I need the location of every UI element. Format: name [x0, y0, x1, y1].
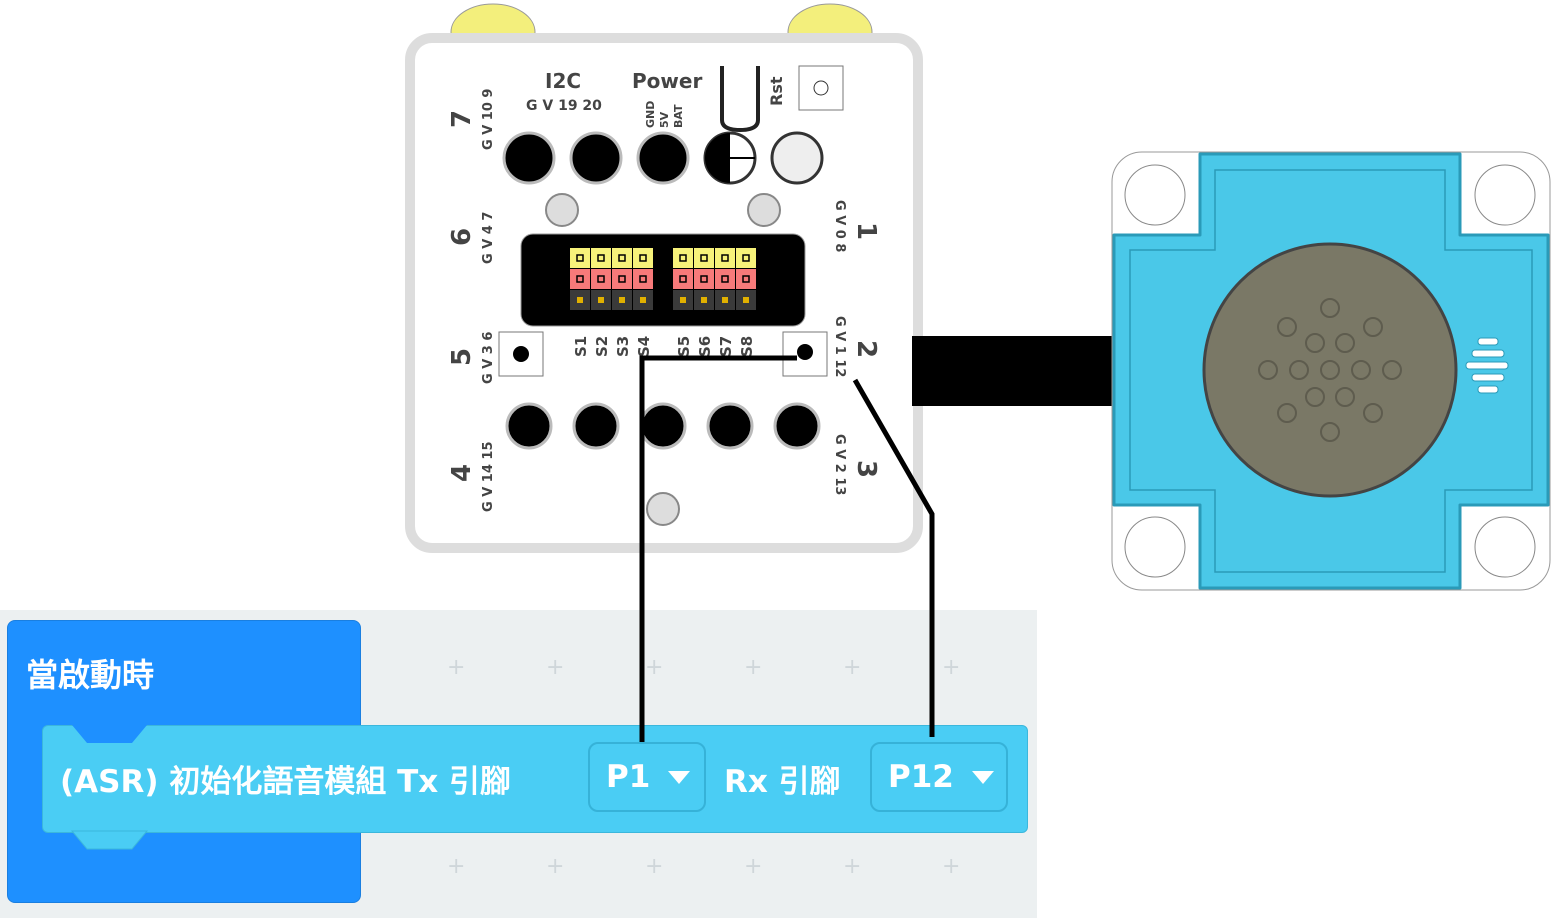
grid-mark: + — [744, 655, 763, 680]
cable — [912, 336, 1118, 406]
header-pin — [715, 269, 735, 289]
header-pin — [612, 248, 632, 268]
reset-label: Rst — [767, 76, 786, 106]
header-pin — [673, 269, 693, 289]
power-pin-5v: 5V — [658, 111, 671, 128]
header-pin — [673, 248, 693, 268]
header-pin — [633, 269, 653, 289]
grid-mark: + — [942, 854, 961, 879]
dropdown-arrow-icon — [668, 770, 691, 784]
port-7-pins: G V 10 9 — [481, 89, 496, 150]
port-1-pins: G V 0 8 — [832, 200, 847, 252]
port-4-number: 4 — [447, 464, 477, 482]
dropdown-arrow-icon — [971, 770, 994, 784]
port-2-number: 2 — [851, 340, 881, 358]
power-pin-gnd: GND — [644, 101, 657, 128]
block-notches — [70, 725, 149, 850]
rx-pin-label: Rx 引腳 — [724, 764, 841, 800]
port-6-number: 6 — [447, 228, 477, 246]
top-connectors — [502, 131, 824, 185]
header-pin — [570, 269, 590, 289]
header-pin — [633, 248, 653, 268]
grid-mark: + — [645, 655, 664, 680]
asr-module — [1111, 151, 1551, 591]
header-pin — [694, 269, 714, 289]
servo-label: S3 — [614, 336, 632, 357]
port-3-pins: G V 2 13 — [832, 434, 847, 495]
header-pin — [591, 269, 611, 289]
port-1-number: 1 — [851, 222, 881, 240]
grid-mark: + — [645, 854, 664, 879]
asr-init-block[interactable] — [42, 725, 1028, 833]
header-pin — [736, 248, 756, 268]
port-6-pins: G V 4 7 — [481, 212, 496, 264]
servo-label: S4 — [635, 336, 653, 357]
on-start-label: 當啟動時 — [26, 656, 155, 694]
power-pin-bat: BAT — [672, 104, 685, 128]
grid-mark: + — [942, 655, 961, 680]
asr-init-prefix: (ASR) 初始化語音模組 Tx 引腳 — [60, 764, 512, 800]
servo-label: S6 — [696, 336, 714, 357]
servo-header — [520, 233, 806, 327]
servo-label: S2 — [593, 336, 611, 357]
servo-label: S7 — [717, 336, 735, 357]
servo-label: S8 — [738, 336, 756, 357]
port-4-pins: G V 14 15 — [481, 442, 496, 513]
tx-pin-dropdown[interactable]: P1 — [588, 742, 706, 812]
tx-pin-value: P1 — [606, 759, 651, 795]
power-label: Power — [632, 69, 702, 93]
speaker — [1202, 242, 1458, 498]
header-pin — [612, 269, 632, 289]
i2c-pins-label: G V 19 20 — [526, 98, 602, 114]
grid-mark: + — [546, 655, 565, 680]
port-3-number: 3 — [851, 460, 881, 478]
servo-label: S5 — [675, 336, 693, 357]
hardware-diagram: I2C G V 19 20 Power GND 5V BAT Rst 7 G V… — [405, 3, 1551, 591]
header-pin — [694, 248, 714, 268]
port-2-pins: G V 1 12 — [832, 316, 847, 377]
rx-pin-dropdown[interactable]: P12 — [870, 742, 1008, 812]
servo-label: S1 — [572, 336, 590, 357]
i2c-label: I2C — [545, 69, 581, 93]
header-pin — [570, 248, 590, 268]
grid-mark: + — [546, 854, 565, 879]
header-pin — [715, 248, 735, 268]
port-5-pins: G V 3 6 — [481, 332, 496, 384]
grid-mark: + — [447, 854, 466, 879]
grid-mark: + — [744, 854, 763, 879]
grid-mark: + — [843, 854, 862, 879]
power-switch — [720, 66, 760, 133]
header-pin — [736, 269, 756, 289]
grid-mark: + — [843, 655, 862, 680]
port-5-number: 5 — [447, 348, 477, 366]
header-pins — [570, 248, 756, 310]
grid-mark: + — [447, 655, 466, 680]
port-7-number: 7 — [447, 110, 477, 128]
rx-pin-value: P12 — [888, 759, 954, 795]
header-pin — [591, 248, 611, 268]
